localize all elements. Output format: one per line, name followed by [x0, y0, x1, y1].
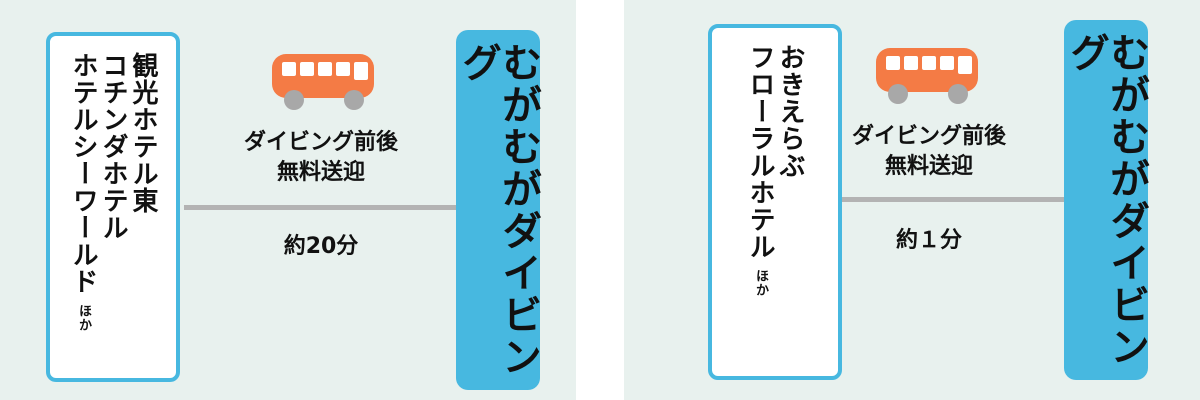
bus-window: [904, 56, 918, 70]
hotel-name-line: 観光ホテル東: [128, 52, 158, 214]
hotel-name-line: ホテルシーワールド: [68, 52, 98, 295]
caption-line: 無料送迎: [884, 154, 973, 179]
route-panel-right: おきえらぶ フローラルホテル ほか ダイビング前後 無料送迎 約１分 むがむがダ…: [624, 0, 1200, 400]
bus-window: [336, 62, 350, 76]
hotel-name-line: コチンダホテル: [98, 52, 128, 241]
bus-window: [886, 56, 900, 70]
bus-icon: [272, 54, 374, 110]
caption-line: 無料送迎: [276, 160, 365, 185]
bus-window: [940, 56, 954, 70]
route-line: [184, 205, 456, 210]
caption-line: ダイビング前後: [851, 124, 1006, 149]
transfer-caption: ダイビング前後 無料送迎: [814, 122, 1044, 182]
hotel-box: 観光ホテル東 コチンダホテル ホテルシーワールド ほか: [46, 32, 180, 382]
destination-box: むがむがダイビング: [455, 30, 541, 390]
bus-wheel: [284, 90, 304, 110]
route-panel-left: 観光ホテル東 コチンダホテル ホテルシーワールド ほか ダイビング前後 無料送迎…: [0, 0, 576, 400]
hotel-name-column: ホテルシーワールド ほか: [68, 52, 98, 332]
transfer-caption: ダイビング前後 無料送迎: [206, 128, 436, 188]
caption-line: ダイビング前後: [243, 130, 398, 155]
bus-window: [282, 62, 296, 76]
bus-window: [318, 62, 332, 76]
bus-window: [354, 62, 368, 80]
travel-time: 約20分: [283, 234, 359, 259]
bus-icon: [876, 48, 978, 104]
hotel-box: おきえらぶ フローラルホテル ほか: [708, 24, 842, 380]
bus-wheel: [948, 84, 968, 104]
bus-wheel: [888, 84, 908, 104]
hotel-suffix: ほか: [753, 268, 768, 297]
hotel-name-line: フローラルホテル: [745, 44, 775, 260]
hotel-suffix: ほか: [76, 303, 91, 332]
hotel-name-column: フローラルホテル ほか: [745, 44, 775, 297]
destination-box: むがむがダイビング: [1063, 20, 1149, 380]
bus-window: [300, 62, 314, 76]
hotel-name-line: おきえらぶ: [775, 44, 805, 179]
bus-window: [958, 56, 972, 74]
bus-wheel: [344, 90, 364, 110]
route-line: [792, 197, 1064, 202]
destination-name: むがむがダイビング: [455, 42, 541, 378]
bus-window: [922, 56, 936, 70]
travel-time: 約１分: [895, 228, 962, 253]
destination-name: むがむがダイビング: [1063, 32, 1149, 368]
